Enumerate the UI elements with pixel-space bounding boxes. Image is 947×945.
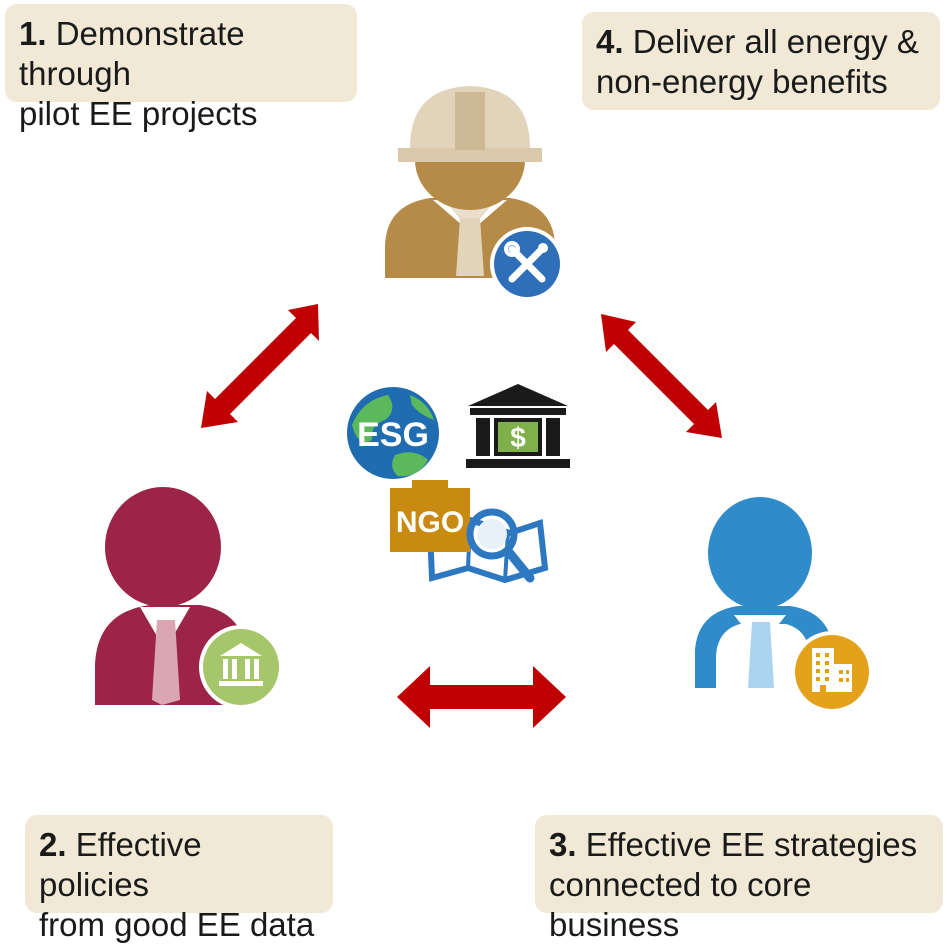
step1-number: 1.: [19, 15, 47, 52]
step2-number: 2.: [39, 826, 67, 863]
step4-number: 4.: [596, 23, 624, 60]
step4-box: 4. Deliver all energy & non-energy benef…: [582, 12, 940, 110]
government-badge-icon: [199, 625, 283, 709]
dollar-label: $: [510, 422, 526, 453]
step3-box: 3. Effective EE strategies connected to …: [535, 815, 943, 943]
step3-number: 3.: [549, 826, 577, 863]
engineer-person-icon: [385, 86, 555, 278]
step1-line2: pilot EE projects: [19, 95, 258, 132]
ngo-map-search-icon: NGO: [390, 480, 549, 584]
building-badge-icon: [791, 631, 873, 713]
esg-label: ESG: [357, 416, 429, 454]
arrow-engineer-government: [201, 304, 319, 428]
step2-line1: Effective policies: [39, 826, 202, 903]
step1-box: 1. Demonstrate through pilot EE projects: [5, 4, 357, 132]
step4-line2: non-energy benefits: [596, 63, 888, 100]
esg-globe-icon: ESG: [347, 387, 439, 479]
step1-line1: Demonstrate through: [19, 15, 245, 92]
step3-line1: Effective EE strategies: [576, 826, 918, 863]
arrow-engineer-business: [601, 314, 722, 438]
bank-dollar-icon: $: [466, 384, 570, 468]
ngo-label: NGO: [396, 506, 464, 539]
step4-line1: Deliver all energy &: [623, 23, 919, 60]
arrow-government-business: [397, 666, 566, 728]
diagram-canvas: ESG $ NGO: [95, 86, 873, 728]
tools-badge-icon: [490, 227, 564, 301]
